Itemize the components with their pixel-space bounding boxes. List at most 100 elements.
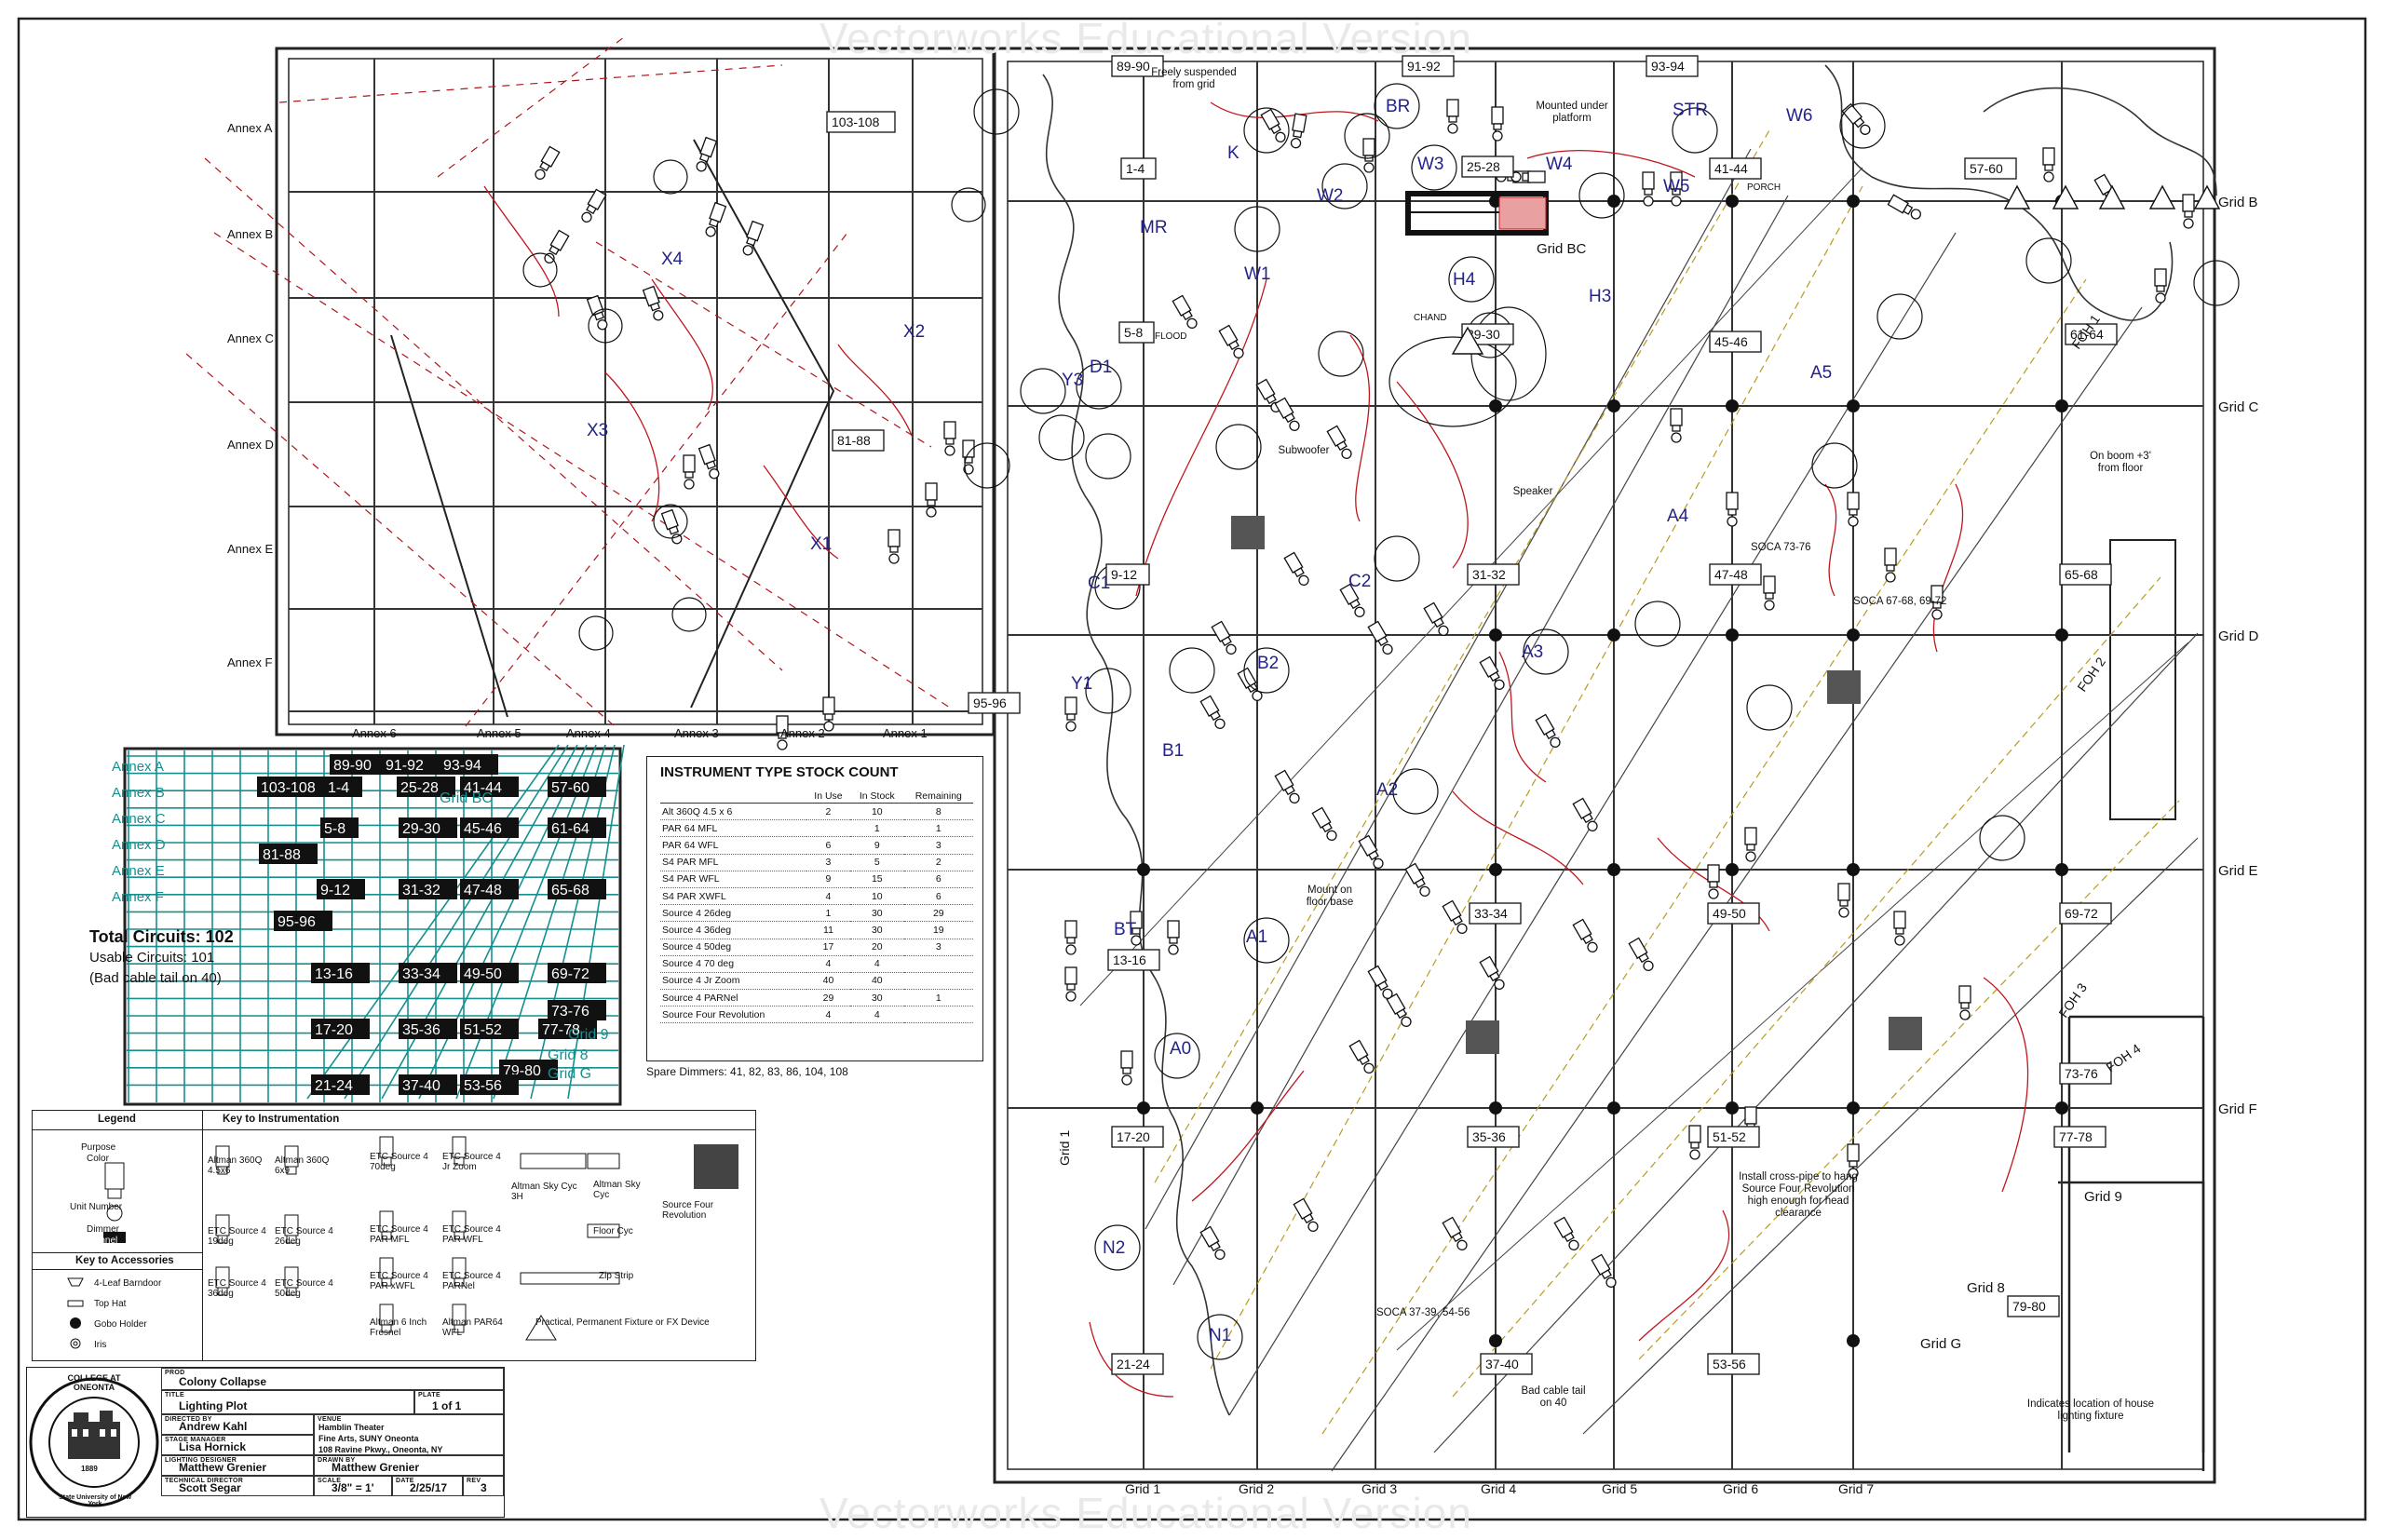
annex-col-label: Annex 5 xyxy=(477,726,522,740)
instrument-icon xyxy=(2154,268,2167,304)
mini-dimmer-label: 25-28 xyxy=(400,780,439,796)
area-label: STR xyxy=(1673,101,1708,120)
area-label: A1 xyxy=(1246,927,1267,947)
focus-circle xyxy=(1197,1314,1243,1360)
instrument-icon xyxy=(1211,620,1237,655)
dimmer-box xyxy=(1118,321,1155,344)
stock-cell: Source 4 70 deg xyxy=(660,955,806,973)
mini-dimmer-box xyxy=(397,777,455,797)
mini-dimmer-label: 29-30 xyxy=(402,821,440,837)
dimmer-box xyxy=(1120,157,1157,180)
focus-circle xyxy=(1085,668,1131,714)
focus-circle xyxy=(1321,163,1368,209)
focus-circle xyxy=(1411,144,1457,191)
instrument-icon xyxy=(2182,194,2195,229)
dimmer-box-label: 89-90 xyxy=(1117,59,1150,74)
area-label: C1 xyxy=(1088,574,1110,593)
instrument-icon xyxy=(1837,883,1850,918)
focus-circle xyxy=(1876,293,1923,340)
legend-key-acc: Key to Accessories xyxy=(75,1255,174,1266)
mini-dimmer-label: 5-8 xyxy=(324,821,345,837)
instrument-legend-label: Altman Sky Cyc xyxy=(593,1180,641,1200)
mini-dimmer-label: 77-78 xyxy=(542,1022,580,1038)
cable-runs xyxy=(483,101,2029,1398)
stock-header: Remaining xyxy=(903,790,973,804)
stock-cell: S4 PAR WFL xyxy=(660,871,806,888)
td-cap: TECHNICAL DIRECTOR xyxy=(165,1478,244,1484)
focus-circle xyxy=(1085,433,1131,480)
instrument-legend-label: Practical, Permanent Fixture or FX Devic… xyxy=(535,1317,710,1328)
bad-cable-note: (Bad cable tail on 40) xyxy=(89,970,222,986)
mini-dimmer-box xyxy=(399,963,457,983)
date-cap: DATE xyxy=(396,1478,414,1484)
mini-dimmer-label: 69-72 xyxy=(551,966,589,982)
stock-cell: 3 xyxy=(903,939,973,956)
stock-cell: 4 xyxy=(806,887,851,906)
acc-gobo: Gobo Holder xyxy=(94,1319,147,1330)
stock-cell: 19 xyxy=(903,921,973,939)
total-circuits: Total Circuits: 102 xyxy=(89,927,234,946)
grid-label: Grid 6 xyxy=(1723,1481,1758,1496)
mini-dimmer-box xyxy=(382,754,440,775)
stock-cell: 17 xyxy=(806,939,851,956)
focus-circle xyxy=(1094,1224,1141,1271)
instrument-icon xyxy=(943,421,956,456)
note-soca-37-56: SOCA 37-39, 54-56 xyxy=(1376,1307,1470,1318)
dimmer-box-label: 95-96 xyxy=(973,696,1007,710)
mini-dimmer-box xyxy=(460,817,519,838)
mini-dimmer-box xyxy=(548,879,606,899)
mini-dimmer-box xyxy=(274,911,332,931)
annex-row-label: Annex E xyxy=(227,542,273,556)
instrument-icon xyxy=(1064,920,1077,955)
stock-cell: 11 xyxy=(806,921,851,939)
mini-dimmer-box xyxy=(548,817,606,838)
stock-cell: 6 xyxy=(806,836,851,855)
dimmer-box xyxy=(1707,1353,1760,1375)
grid-label: Grid 1 xyxy=(1057,1130,1072,1166)
title-cap: TITLE xyxy=(165,1392,184,1398)
mini-dimmer-label: 91-92 xyxy=(386,758,424,774)
mini-annex-label: Annex F xyxy=(112,889,164,905)
stock-cell: S4 PAR XWFL xyxy=(660,887,806,906)
mini-dimmer-box xyxy=(317,879,365,899)
legend: Legend Key to Instrumentation Key to Acc… xyxy=(32,1110,756,1361)
dimmer-box-label: 1-4 xyxy=(1126,161,1145,176)
scale: 3/8" = 1' xyxy=(332,1481,374,1494)
instrument-icon xyxy=(1893,911,1906,946)
dimmer-box xyxy=(1111,55,1164,77)
area-label: X2 xyxy=(903,322,925,342)
focus-circle xyxy=(671,597,707,632)
flood-label: FLOOD xyxy=(1155,331,1186,342)
stock-cell: 10 xyxy=(850,887,904,906)
instrument-icon xyxy=(683,454,696,490)
director-cap: DIRECTED BY xyxy=(165,1416,212,1423)
instrument-icon xyxy=(1847,492,1860,527)
area-label: W4 xyxy=(1546,155,1573,174)
mini-dimmer-box xyxy=(548,1000,606,1020)
focus-circle xyxy=(1634,601,1681,647)
instrument-icon xyxy=(1642,171,1655,207)
dimmer-box xyxy=(2059,1062,2112,1085)
instrument-legend-label: ETC Source 4 70deg xyxy=(370,1152,428,1172)
title-block: COLLEGE AT ONEONTA State University of N… xyxy=(26,1367,505,1518)
mini-dimmer-box xyxy=(548,777,606,797)
director: Andrew Kahl xyxy=(179,1420,248,1433)
instrument-icon xyxy=(1404,862,1430,897)
annex-row-label: Annex C xyxy=(227,331,274,345)
spare-dimmers: Spare Dimmers: 41, 82, 83, 86, 104, 108 xyxy=(646,1065,848,1078)
stock-cell: Source 4 PARNel xyxy=(660,989,806,1007)
dimmer-box-label: 25-28 xyxy=(1467,159,1500,174)
mini-dimmer-label: 95-96 xyxy=(278,914,316,930)
note-mounted-platform: Mounted under platform xyxy=(1536,101,1608,124)
legend-title: Legend xyxy=(98,1114,136,1125)
stock-cell: 5 xyxy=(850,854,904,871)
area-label: W5 xyxy=(1663,177,1690,196)
mini-dimmer-box xyxy=(399,817,457,838)
stock-cell xyxy=(903,972,973,991)
